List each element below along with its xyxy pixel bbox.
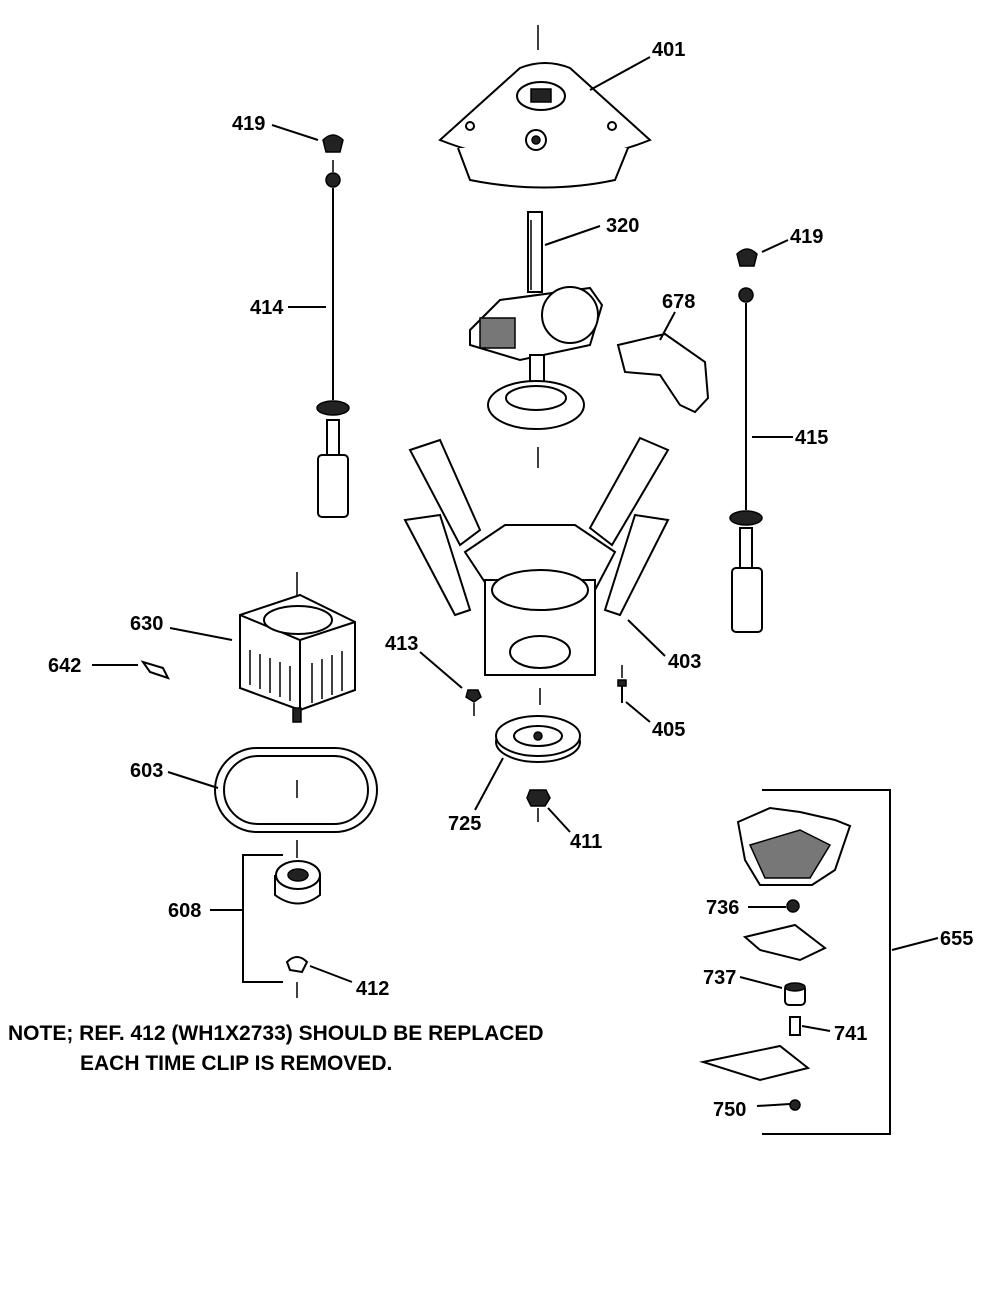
part-603-belt xyxy=(214,747,378,858)
label-414: 414 xyxy=(250,297,284,319)
part-401-cover xyxy=(438,25,652,189)
part-403-frame xyxy=(403,436,670,705)
part-608-pulley xyxy=(242,854,321,983)
note-line-1: NOTE; REF. 412 (WH1X2733) SHOULD BE REPL… xyxy=(8,1022,544,1045)
part-415-suspension-rod xyxy=(729,287,763,633)
label-608: 608 xyxy=(168,900,201,922)
part-411-nut xyxy=(526,789,551,822)
part-655-pump-assembly xyxy=(699,789,891,1135)
label-415: 415 xyxy=(795,427,828,449)
label-419-right: 419 xyxy=(790,226,823,248)
label-419-left: 419 xyxy=(232,113,265,135)
part-725-pulley xyxy=(495,715,581,763)
label-405: 405 xyxy=(652,719,685,741)
part-405-bolt xyxy=(617,665,627,703)
part-320-transmission xyxy=(469,211,604,468)
part-750-screw xyxy=(789,1099,801,1111)
part-737-impeller xyxy=(784,982,806,1006)
part-412-clip xyxy=(285,956,309,998)
leader-lines xyxy=(92,56,939,1107)
label-750: 750 xyxy=(713,1099,746,1121)
part-419-cap-left xyxy=(322,134,344,153)
label-630: 630 xyxy=(130,613,163,635)
part-678-bracket xyxy=(616,332,710,414)
label-320: 320 xyxy=(606,215,639,237)
part-630-motor xyxy=(239,572,356,723)
label-655: 655 xyxy=(940,928,973,950)
label-411: 411 xyxy=(570,831,602,853)
label-741: 741 xyxy=(834,1023,867,1045)
label-736: 736 xyxy=(706,897,739,919)
note-line-2: EACH TIME CLIP IS REMOVED. xyxy=(80,1052,392,1075)
label-413: 413 xyxy=(385,633,418,655)
label-603: 603 xyxy=(130,760,163,782)
label-678: 678 xyxy=(662,291,695,313)
part-736-seal xyxy=(786,899,800,913)
part-419-cap-right xyxy=(736,248,758,267)
label-403: 403 xyxy=(668,651,701,673)
label-412: 412 xyxy=(356,978,389,1000)
label-737: 737 xyxy=(703,967,736,989)
part-642-clip xyxy=(140,660,170,680)
part-414-suspension-rod xyxy=(316,160,350,518)
part-413-nut xyxy=(465,689,482,716)
part-741-pin xyxy=(789,1016,801,1036)
label-642: 642 xyxy=(48,655,81,677)
label-401: 401 xyxy=(652,39,685,61)
label-725: 725 xyxy=(448,813,481,835)
